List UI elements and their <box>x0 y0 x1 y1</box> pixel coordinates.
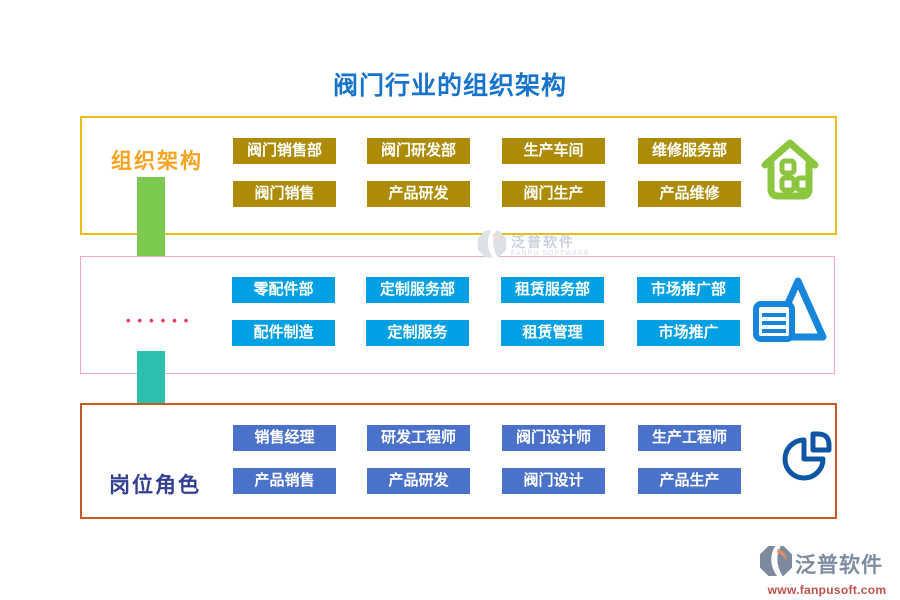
section-more-departments: •••••• 零配件部 定制服务部 租赁服务部 市场推广部 配件制造 定制服务 … <box>80 256 835 374</box>
pyramid-list-icon <box>751 275 827 350</box>
role-chip: 产品生产 <box>638 468 741 494</box>
watermark-logo-icon <box>477 229 507 264</box>
pie-chart-icon <box>779 430 833 489</box>
watermark-subtitle: FANPU SOFTWARE <box>511 250 590 258</box>
role-chip: 生产工程师 <box>638 425 741 451</box>
dept-chip: 定制服务 <box>366 320 469 346</box>
dept-chip: 零配件部 <box>232 277 335 303</box>
section-org-structure: 组织架构 阀门销售部 阀门研发部 生产车间 维修服务部 阀门销售 产品研发 阀门… <box>80 116 837 235</box>
section-label-job-roles: 岗位角色 <box>109 474 201 497</box>
ellipsis-dots: •••••• <box>126 313 196 328</box>
brand-url: www.fanpusoft.com <box>767 583 887 597</box>
role-chip: 研发工程师 <box>367 425 470 451</box>
dept-chip: 租赁管理 <box>501 320 604 346</box>
role-chip: 产品研发 <box>367 468 470 494</box>
dept-chip: 阀门销售部 <box>233 138 336 164</box>
section-label-org-structure: 组织架构 <box>111 150 203 173</box>
dept-chip: 阀门生产 <box>502 181 605 207</box>
role-chip: 销售经理 <box>233 425 336 451</box>
brand-name: 泛普软件 <box>795 553 883 577</box>
dept-chip: 产品研发 <box>367 181 470 207</box>
role-chip: 阀门设计 <box>502 468 605 494</box>
dept-chip: 阀门研发部 <box>367 138 470 164</box>
dept-chip: 定制服务部 <box>366 277 469 303</box>
dept-chip: 配件制造 <box>232 320 335 346</box>
house-org-icon <box>758 136 822 211</box>
dept-chip: 产品维修 <box>638 181 741 207</box>
dept-chip: 阀门销售 <box>233 181 336 207</box>
dept-chip: 租赁服务部 <box>501 277 604 303</box>
brand-logo-icon <box>759 545 793 582</box>
page-title: 阀门行业的组织架构 <box>332 72 567 100</box>
dept-chip: 生产车间 <box>502 138 605 164</box>
role-chip: 产品销售 <box>233 468 336 494</box>
brand-logo: 泛普软件 www.fanpusoft.com <box>759 545 895 597</box>
dept-chip: 市场推广部 <box>637 277 740 303</box>
watermark-name: 泛普软件 <box>511 233 575 250</box>
section-job-roles: 岗位角色 销售经理 研发工程师 阀门设计师 生产工程师 产品销售 产品研发 阀门… <box>80 403 837 519</box>
dept-chip: 维修服务部 <box>638 138 741 164</box>
role-chip: 阀门设计师 <box>502 425 605 451</box>
dept-chip: 市场推广 <box>637 320 740 346</box>
watermark: 泛普软件 FANPU SOFTWARE <box>477 229 590 264</box>
